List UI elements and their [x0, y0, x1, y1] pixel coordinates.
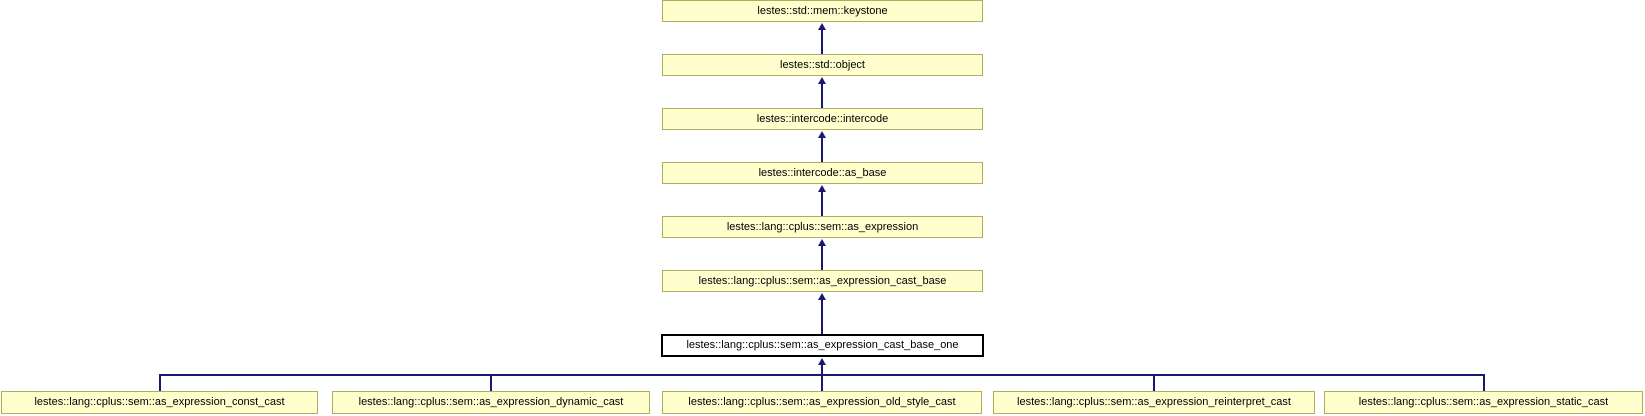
node-as-expression[interactable]: lestes::lang::cplus::sem::as_expression: [662, 216, 983, 238]
arrowhead-up-icon: [818, 77, 826, 84]
arrowhead-up-icon: [818, 239, 826, 246]
arrowhead-up-icon: [818, 185, 826, 192]
node-as-expression-static-cast[interactable]: lestes::lang::cplus::sem::as_expression_…: [1324, 391, 1643, 414]
edge-stub: [159, 374, 161, 391]
node-as-expression-const-cast[interactable]: lestes::lang::cplus::sem::as_expression_…: [1, 391, 318, 414]
node-keystone[interactable]: lestes::std::mem::keystone: [662, 0, 983, 22]
node-as-expression-reinterpret-cast[interactable]: lestes::lang::cplus::sem::as_expression_…: [993, 391, 1315, 414]
node-as-expression-dynamic-cast[interactable]: lestes::lang::cplus::sem::as_expression_…: [332, 391, 650, 414]
edge-stub: [821, 374, 823, 391]
edge-line: [821, 83, 823, 108]
edge-stub: [1153, 374, 1155, 391]
arrowhead-up-icon: [818, 358, 826, 365]
node-as-expression-old-style-cast[interactable]: lestes::lang::cplus::sem::as_expression_…: [662, 391, 982, 414]
edge-line: [821, 137, 823, 162]
edge-stub: [1483, 374, 1485, 391]
arrowhead-up-icon: [818, 293, 826, 300]
edge-line: [821, 299, 823, 334]
edge-line: [821, 364, 823, 374]
node-as-expression-cast-base-one: lestes::lang::cplus::sem::as_expression_…: [661, 334, 984, 357]
edge-line: [821, 29, 823, 54]
edge-stub: [490, 374, 492, 391]
edge-line: [821, 245, 823, 270]
node-intercode[interactable]: lestes::intercode::intercode: [662, 108, 983, 130]
node-as-base[interactable]: lestes::intercode::as_base: [662, 162, 983, 184]
node-as-expression-cast-base[interactable]: lestes::lang::cplus::sem::as_expression_…: [662, 270, 983, 292]
edge-line: [821, 191, 823, 216]
arrowhead-up-icon: [818, 131, 826, 138]
arrowhead-up-icon: [818, 23, 826, 30]
node-object[interactable]: lestes::std::object: [662, 54, 983, 76]
